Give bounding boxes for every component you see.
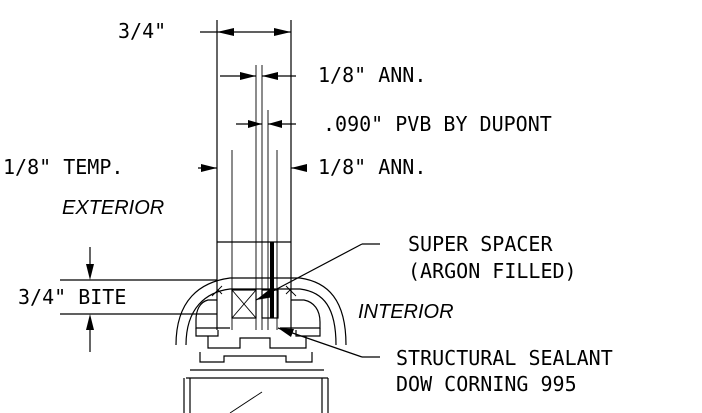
interior-label: INTERIOR xyxy=(358,301,454,323)
insulating-unit-edge xyxy=(217,241,291,319)
leaders xyxy=(255,243,380,358)
sealant-label-line1: STRUCTURAL SEALANT xyxy=(396,346,613,370)
sealant-label-line2: DOW CORNING 995 xyxy=(396,372,577,396)
glass-lites xyxy=(216,20,292,330)
dim-outer-lite-ply: 1/8" ANN. xyxy=(220,63,426,87)
bite-label: 3/4" BITE xyxy=(18,285,126,309)
arrow-head xyxy=(274,28,291,36)
inner-ann-label: 1/8" ANN. xyxy=(318,155,426,179)
spacer-label-line2: (ARGON FILLED) xyxy=(408,259,577,283)
super-spacer xyxy=(231,289,257,319)
overall-thickness-label: 3/4" xyxy=(118,19,166,43)
interlayer-label: .090" PVB BY DUPONT xyxy=(323,112,552,136)
mullion-frame xyxy=(175,277,347,413)
dim-interlayer: .090" PVB BY DUPONT xyxy=(236,112,552,136)
spacer-label-line1: SUPER SPACER xyxy=(408,232,553,256)
dim-overall-thickness: 3/4" xyxy=(118,19,291,43)
outer-ply-label: 1/8" ANN. xyxy=(318,63,426,87)
dim-lites: 1/8" TEMP. 1/8" ANN. xyxy=(3,155,426,179)
arrow-head xyxy=(217,28,234,36)
exterior-label: EXTERIOR xyxy=(62,197,164,219)
dim-bite: 3/4" BITE xyxy=(18,247,217,352)
outer-temp-label: 1/8" TEMP. xyxy=(3,155,123,179)
